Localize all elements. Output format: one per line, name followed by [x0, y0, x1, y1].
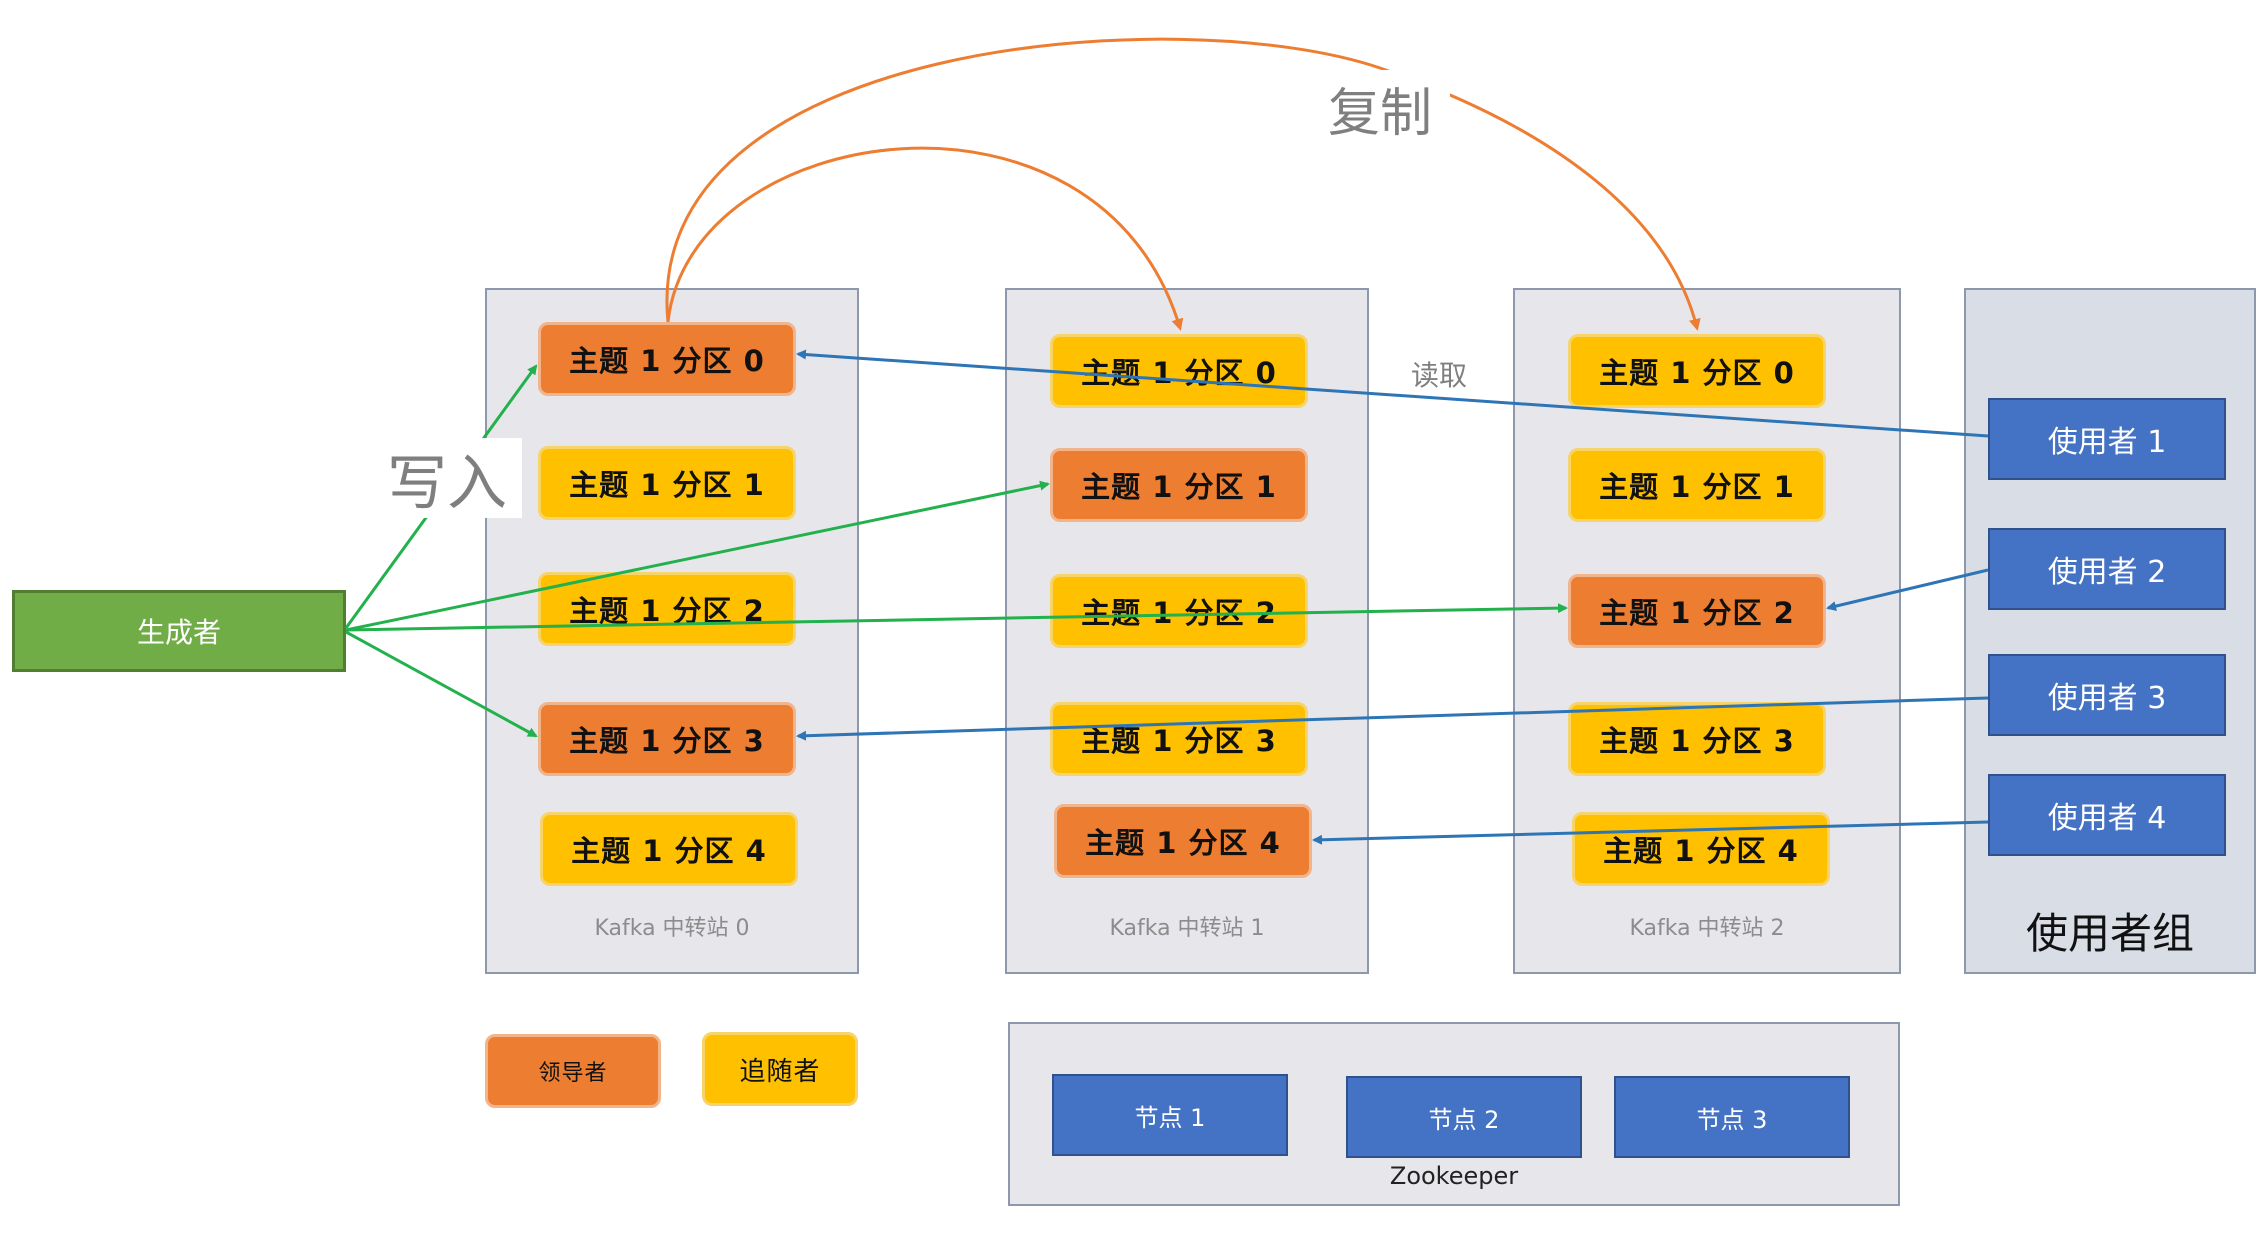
zk-node-2[interactable]: 节点 2 — [1346, 1076, 1582, 1158]
consumer-group-title: 使用者组 — [2025, 908, 2194, 958]
broker-1-partition-4[interactable]: 主题 1 分区 4 — [1054, 804, 1312, 878]
consumer-4[interactable]: 使用者 4 — [1988, 774, 2226, 856]
broker-0-caption: Kafka 中转站 0 — [594, 916, 750, 941]
broker-0-partition-2[interactable]: 主题 1 分区 2 — [538, 572, 796, 646]
read-arrow-c3 — [796, 696, 1989, 741]
broker-2-caption: Kafka 中转站 2 — [1629, 916, 1785, 941]
replicate-label: 复制 — [1310, 70, 1450, 146]
zookeeper-title: Zookeeper — [1389, 1162, 1519, 1190]
broker-1-partition-3[interactable]: 主题 1 分区 3 — [1050, 702, 1308, 776]
replicate-arc-broker1 — [666, 146, 1184, 331]
broker-0-partition-1[interactable]: 主题 1 分区 1 — [538, 446, 796, 520]
write-arrow-p3 — [345, 630, 538, 738]
read-arrow-c1 — [796, 349, 1989, 438]
broker-0-partition-3[interactable]: 主题 1 分区 3 — [538, 702, 796, 776]
consumer-2[interactable]: 使用者 2 — [1988, 528, 2226, 610]
write-arrow-p1 — [345, 480, 1050, 632]
broker-1-caption: Kafka 中转站 1 — [1109, 916, 1265, 941]
legend-leader: 领导者 — [485, 1034, 661, 1108]
broker-0-partition-4[interactable]: 主题 1 分区 4 — [540, 812, 798, 886]
producer-box[interactable]: 生成者 — [12, 590, 346, 672]
write-arrow-p2 — [345, 603, 1568, 632]
broker-2-partition-4[interactable]: 主题 1 分区 4 — [1572, 812, 1830, 886]
broker-2-partition-2[interactable]: 主题 1 分区 2 — [1568, 574, 1826, 648]
read-arrow-c4 — [1312, 820, 1989, 845]
broker-2-partition-0[interactable]: 主题 1 分区 0 — [1568, 334, 1826, 408]
read-arrow-c2 — [1826, 568, 1989, 612]
zk-node-1[interactable]: 节点 1 — [1052, 1074, 1288, 1156]
zk-node-3[interactable]: 节点 3 — [1614, 1076, 1850, 1158]
broker-2-partition-3[interactable]: 主题 1 分区 3 — [1568, 702, 1826, 776]
legend-follower: 追随者 — [702, 1032, 858, 1106]
replicate-arc-broker2 — [665, 37, 1701, 331]
broker-0-partition-0[interactable]: 主题 1 分区 0 — [538, 322, 796, 396]
broker-1-partition-0[interactable]: 主题 1 分区 0 — [1050, 334, 1308, 408]
consumer-3[interactable]: 使用者 3 — [1988, 654, 2226, 736]
consumer-1[interactable]: 使用者 1 — [1988, 398, 2226, 480]
write-label: 写入 — [372, 438, 522, 519]
broker-1-partition-1[interactable]: 主题 1 分区 1 — [1050, 448, 1308, 522]
broker-2-partition-1[interactable]: 主题 1 分区 1 — [1568, 448, 1826, 522]
read-label: 读取 — [1410, 359, 1467, 392]
